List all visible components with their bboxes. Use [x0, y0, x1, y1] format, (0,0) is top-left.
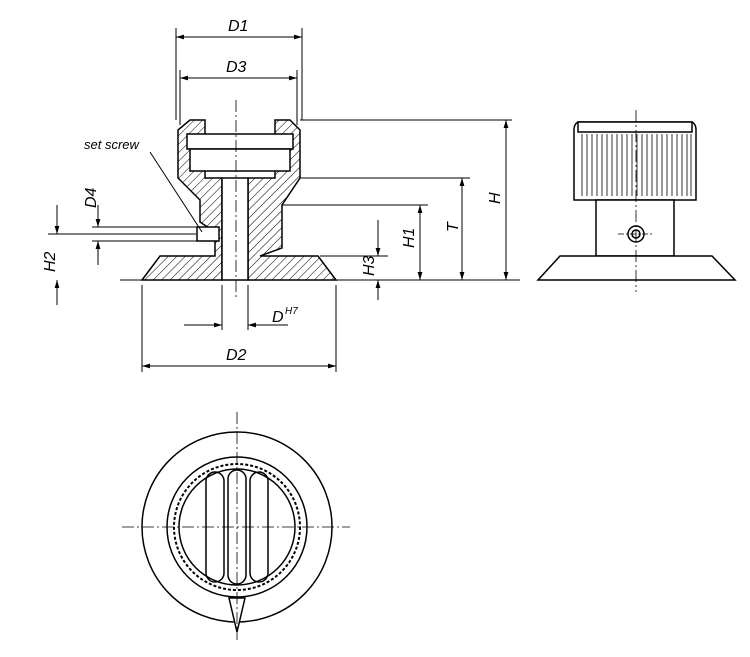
label-d: D [272, 309, 284, 326]
dim-h [300, 119, 512, 280]
dim-d4 [92, 205, 200, 265]
dim-d3 [179, 70, 298, 125]
dim-d [184, 285, 288, 330]
label-t: T [445, 221, 462, 232]
dim-h2 [48, 205, 196, 305]
dim-h3 [320, 220, 388, 300]
dim-d2 [141, 285, 337, 372]
knurled-cap [573, 121, 697, 201]
central-bore [221, 177, 249, 281]
label-h: H [487, 192, 504, 204]
dim-h1 [282, 204, 428, 280]
label-h3: H3 [361, 255, 378, 276]
label-d1: D1 [228, 18, 248, 35]
dim-t [300, 177, 470, 280]
label-h1: H1 [401, 228, 418, 248]
label-d3: D3 [226, 59, 247, 76]
knurl-lines [581, 134, 692, 196]
base-flange [536, 255, 737, 281]
label-d4: D4 [83, 187, 100, 208]
label-d2: D2 [226, 347, 247, 364]
cap-cavity [189, 148, 291, 172]
label-d-tolerance: H7 [285, 306, 298, 317]
dim-d1 [175, 28, 303, 120]
cap-insert [186, 133, 294, 150]
set-screw [196, 226, 220, 242]
set-screw-leader [149, 151, 203, 233]
section-view [120, 100, 520, 300]
side-view [536, 110, 737, 292]
label-h2: H2 [42, 251, 59, 272]
label-set-screw: set screw [84, 137, 141, 152]
top-view [122, 412, 350, 640]
